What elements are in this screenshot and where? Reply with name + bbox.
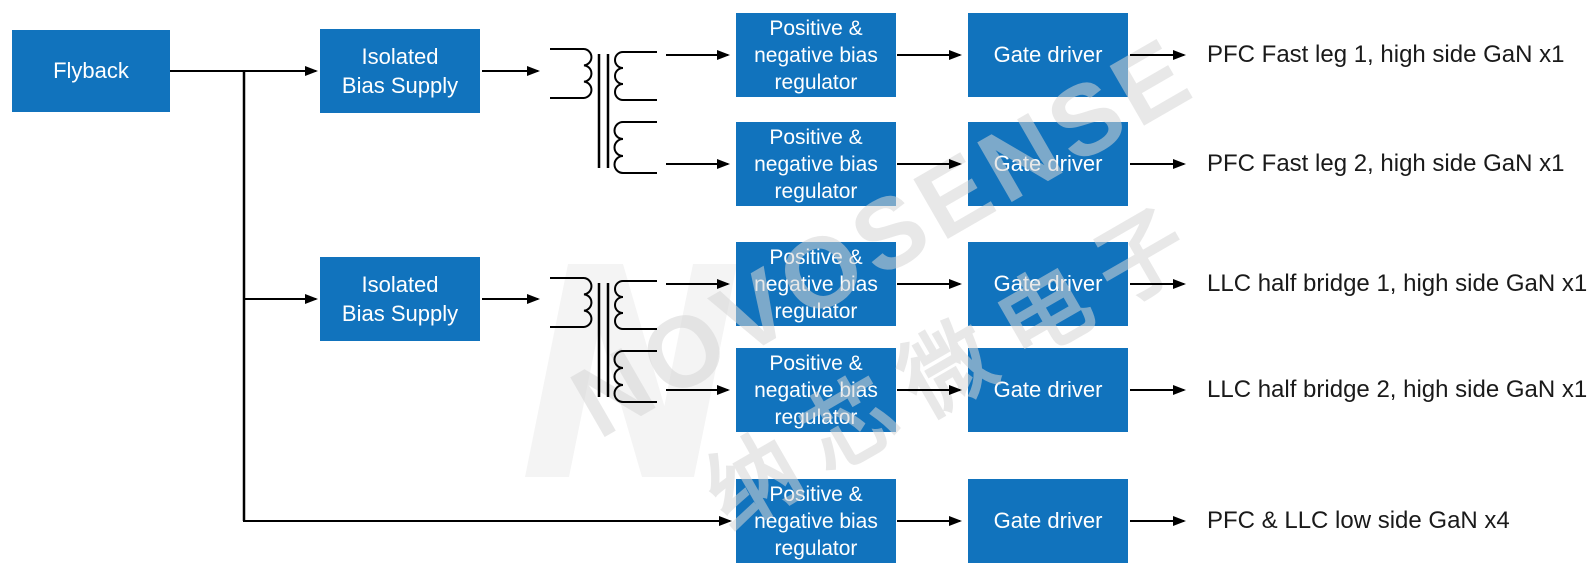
bias-regulator-block-row5: Positive & negative bias regulator [736,479,896,563]
output-label-row3: LLC half bridge 1, high side GaN x1 [1207,270,1588,297]
isolated-bias-supply-2-line-1: Isolated [361,272,439,297]
output-label-row4: LLC half bridge 2, high side GaN x1 [1207,376,1588,403]
bias-regulator-block-row4: Positive & negative bias regulator [736,348,896,432]
isolated-bias-supply-1-line-1: Isolated [361,44,439,69]
isolated-bias-supply-block-2: Isolated Bias Supply [320,257,480,341]
isolated-bias-supply-2-line-2: Bias Supply [341,301,459,326]
gate-driver-block-row2: Gate driver [968,122,1128,206]
bias-regulator-block-row2: Positive & negative bias regulator [736,122,896,206]
gate-driver-block-row4: Gate driver [968,348,1128,432]
transformer-2-symbol [550,277,657,403]
isolated-bias-supply-1-line-2: Bias Supply [341,73,459,98]
isolated-bias-supply-block-1: Isolated Bias Supply [320,29,480,113]
flyback-block: Flyback [12,30,170,112]
flyback-label: Flyback [53,58,129,83]
output-label-row5: PFC & LLC low side GaN x4 [1207,507,1510,534]
output-label-row2: PFC Fast leg 2, high side GaN x1 [1207,150,1565,177]
bias-regulator-block-row1: Positive & negative bias regulator [736,13,896,97]
gate-driver-block-row1: Gate driver [968,13,1128,97]
gate-driver-block-row3: Gate driver [968,242,1128,326]
output-label-row1: PFC Fast leg 1, high side GaN x1 [1207,41,1565,68]
watermark-novosense-logo-n-icon [525,264,737,477]
transformer-1-symbol [550,48,657,174]
bias-regulator-block-row3: Positive & negative bias regulator [736,242,896,326]
gate-driver-block-row5: Gate driver [968,479,1128,563]
